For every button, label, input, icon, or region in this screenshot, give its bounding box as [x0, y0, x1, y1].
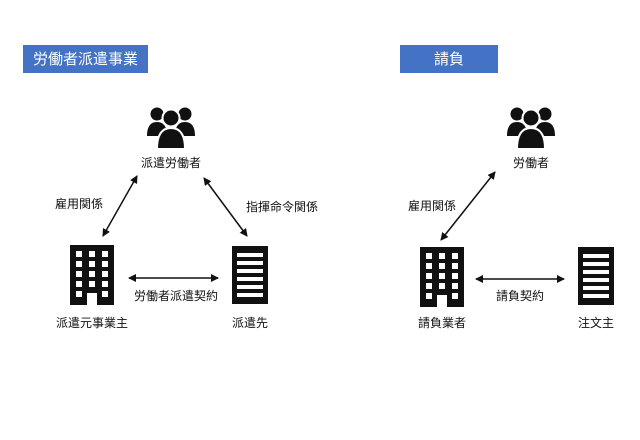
edge-label-contracting-agreement: 請負契約: [495, 289, 545, 303]
office-building-icon: [70, 245, 114, 305]
contractor-label: 請負業者: [417, 316, 467, 330]
arrow-dispatch-employment: [102, 175, 138, 237]
people-group-icon: [147, 107, 195, 150]
dispatch-agency-label: 派遣元事業主: [55, 316, 129, 330]
contracting-header: 請負: [400, 45, 498, 73]
client-company-label: 派遣先: [231, 316, 269, 330]
edge-label-employment: 雇用関係: [54, 197, 104, 211]
edge-label-employment-right: 雇用関係: [407, 199, 457, 213]
arrow-dispatch-command: [203, 177, 248, 237]
company-building-icon: [232, 246, 268, 304]
worker-label: 労働者: [512, 156, 550, 170]
company-building-icon-right: [578, 247, 614, 305]
orderer-label: 注文主: [577, 316, 615, 330]
dispatch-business-header: 労働者派遣事業: [23, 45, 148, 73]
edge-label-command: 指揮命令関係: [245, 200, 319, 214]
people-group-icon-right: [507, 107, 555, 150]
edge-label-dispatch-contract: 労働者派遣契約: [133, 289, 219, 303]
arrow-contract-employment: [440, 171, 496, 241]
office-building-icon-right: [420, 247, 464, 307]
dispatch-worker-label: 派遣労働者: [140, 156, 202, 170]
